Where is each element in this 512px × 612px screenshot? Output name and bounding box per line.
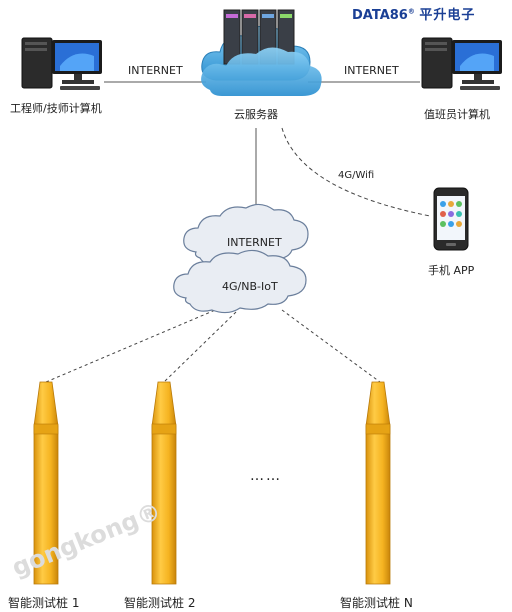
smartphone-icon bbox=[433, 187, 469, 251]
brand-registered: ® bbox=[407, 7, 415, 16]
engineer-computer-icon bbox=[21, 37, 102, 90]
engineer-computer-label: 工程师/技师计算机 bbox=[10, 102, 102, 115]
test-pile-1-icon bbox=[33, 381, 59, 585]
link-pile-2 bbox=[163, 311, 237, 383]
internet-cloud-label: INTERNET bbox=[227, 236, 282, 249]
link-wireless-dashed bbox=[281, 127, 431, 217]
test-pile-n-icon bbox=[365, 381, 391, 585]
left-link-label: INTERNET bbox=[128, 64, 183, 77]
right-link-label: INTERNET bbox=[344, 64, 399, 77]
link-pile-1 bbox=[45, 307, 221, 383]
iot-cloud bbox=[173, 249, 307, 314]
duty-computer-icon bbox=[421, 37, 502, 90]
pile-1-label: 智能测试桩 1 bbox=[8, 596, 80, 610]
pile-2-label: 智能测试桩 2 bbox=[124, 596, 196, 610]
cloud-server-label: 云服务器 bbox=[234, 108, 278, 121]
wireless-link-label: 4G/Wifi bbox=[338, 170, 375, 181]
iot-cloud-label: 4G/NB-IoT bbox=[222, 280, 278, 293]
phone-app-label: 手机 APP bbox=[428, 264, 475, 277]
link-pile-n bbox=[281, 309, 381, 383]
pile-n-label: 智能测试桩 N bbox=[340, 596, 413, 610]
test-pile-2-icon bbox=[151, 381, 177, 585]
more-piles-ellipsis: …… bbox=[250, 468, 282, 484]
brand-company: 平升电子 bbox=[419, 8, 476, 23]
brand-logo: DATA86® 平升电子 bbox=[352, 4, 475, 23]
brand-name: DATA86 bbox=[352, 8, 408, 23]
duty-computer-label: 值班员计算机 bbox=[424, 108, 490, 121]
cloud-server-icon bbox=[201, 9, 322, 96]
